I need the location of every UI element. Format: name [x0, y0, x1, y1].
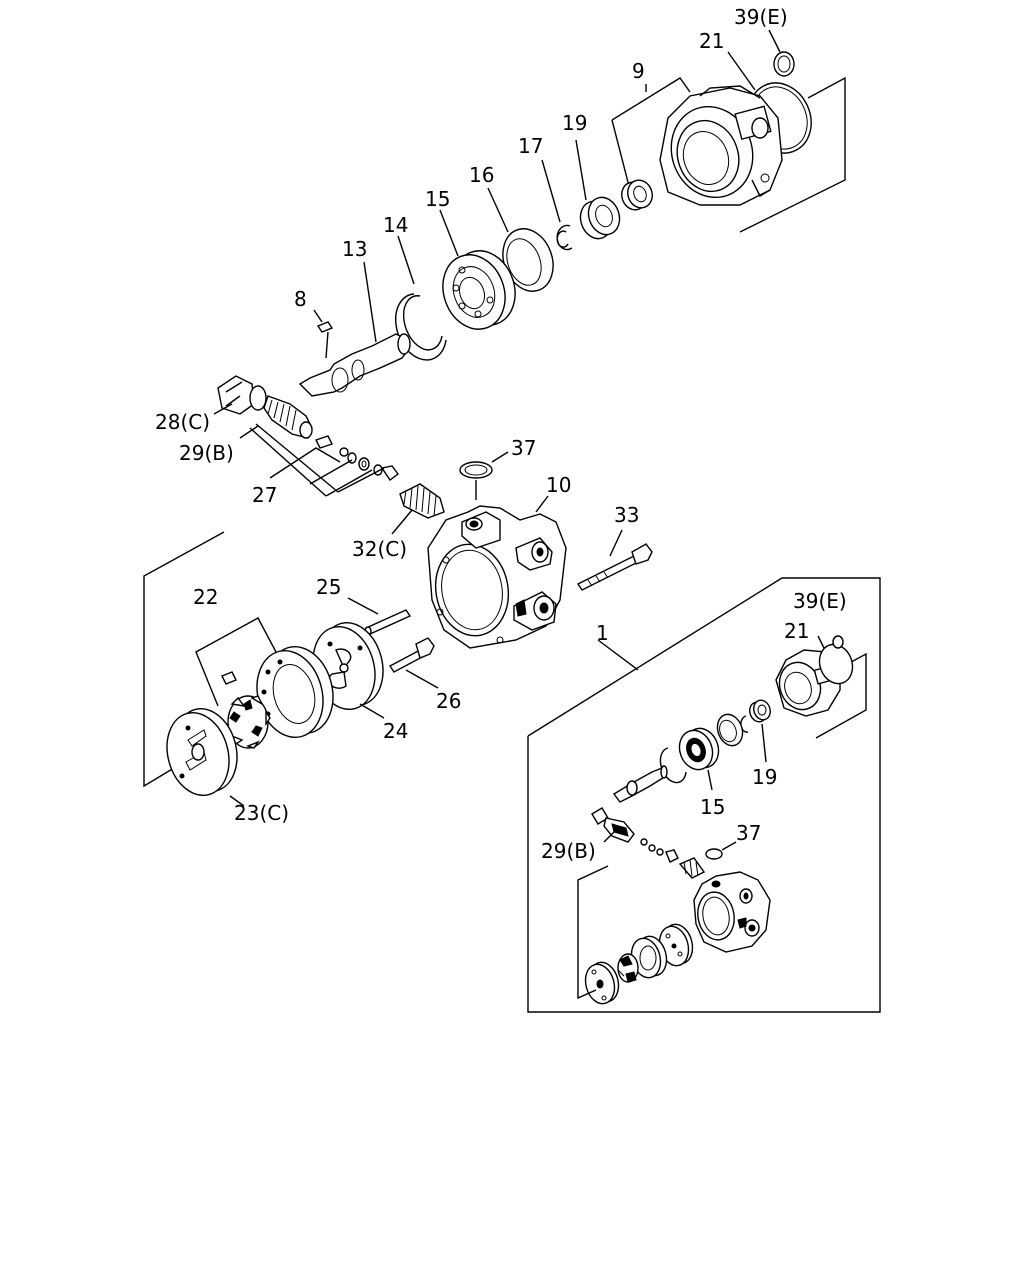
label-21-inset: 21: [784, 619, 809, 643]
inset-assembly-box: [527, 577, 881, 1013]
part-13-shaft: [298, 261, 411, 397]
label-19-inset: 19: [752, 765, 777, 789]
callout-labels: 39(E) 21 9 19 17 16 15 14 13 8 28(C) 29(…: [155, 5, 847, 863]
label-15-inset: 15: [700, 795, 725, 819]
label-13: 13: [342, 237, 367, 261]
label-14: 14: [383, 213, 408, 237]
label-26: 26: [436, 689, 461, 713]
label-23c: 23(C): [234, 801, 289, 825]
label-1: 1: [596, 621, 609, 645]
part-28c-plug: [213, 375, 267, 415]
label-37-inset: 37: [736, 821, 761, 845]
part-22-rotor: [195, 617, 277, 749]
part-19-bearing: [575, 139, 621, 240]
label-28c: 28(C): [155, 410, 210, 434]
label-29b-inset: 29(B): [541, 839, 596, 863]
inset-shaft: [612, 765, 668, 803]
label-16: 16: [469, 163, 494, 187]
part-27-relief-parts: [249, 423, 399, 497]
inset-bracket-left: [577, 865, 609, 1000]
part-10-pump-body: [427, 495, 567, 649]
bracket-upper-right: [739, 76, 846, 233]
label-27: 27: [252, 483, 277, 507]
inset-spring: [678, 857, 706, 879]
label-17: 17: [518, 134, 543, 158]
part-33-bolt: [576, 529, 653, 591]
inset-part-19-bearing: [749, 699, 771, 763]
inset-flow-valve: [591, 807, 679, 863]
label-24: 24: [383, 719, 408, 743]
part-32c-spring: [391, 483, 445, 535]
label-19-top: 19: [562, 111, 587, 135]
label-25: 25: [316, 575, 341, 599]
label-9: 9: [632, 59, 645, 83]
label-37-top: 37: [511, 436, 536, 460]
part-17-snap-ring: [541, 159, 573, 251]
label-8: 8: [294, 287, 307, 311]
label-10: 10: [546, 473, 571, 497]
label-39e-inset: 39(E): [793, 589, 847, 613]
label-39e-top: 39(E): [734, 5, 788, 29]
part-15-ball-bearing: [439, 209, 516, 330]
label-22: 22: [193, 585, 218, 609]
label-29b-top: 29(B): [179, 441, 234, 465]
inset-rear-housing: [775, 635, 854, 717]
inset-pump-body: [693, 871, 771, 953]
bracket-part-9: [611, 77, 691, 191]
label-15-top: 15: [425, 187, 450, 211]
part-16-washer: [487, 187, 554, 292]
part-8-key: [313, 309, 334, 359]
part-22-cam-ring: [256, 645, 334, 739]
label-33: 33: [614, 503, 639, 527]
part-19-needle-bearing-small: [621, 179, 653, 211]
part-24-side-plate: [312, 621, 385, 719]
part-9-rear-housing: [659, 85, 783, 206]
label-32c: 32(C): [352, 537, 407, 561]
part-26-bolt: [388, 637, 439, 689]
part-23c-end-plate: [166, 707, 245, 807]
inset-cartridge: [584, 923, 694, 1005]
part-29b-flow-valve: [239, 395, 313, 439]
part-25-pin: [347, 597, 412, 636]
inset-oring: [705, 841, 737, 860]
bracket-left: [143, 531, 225, 788]
inset-bracket-right: [815, 652, 867, 739]
part-37-oring: [459, 451, 509, 500]
label-21-top: 21: [699, 29, 724, 53]
part-39e-oring: [768, 29, 795, 77]
inset-ball-bearing: [678, 727, 720, 791]
inset-washer: [716, 713, 744, 747]
